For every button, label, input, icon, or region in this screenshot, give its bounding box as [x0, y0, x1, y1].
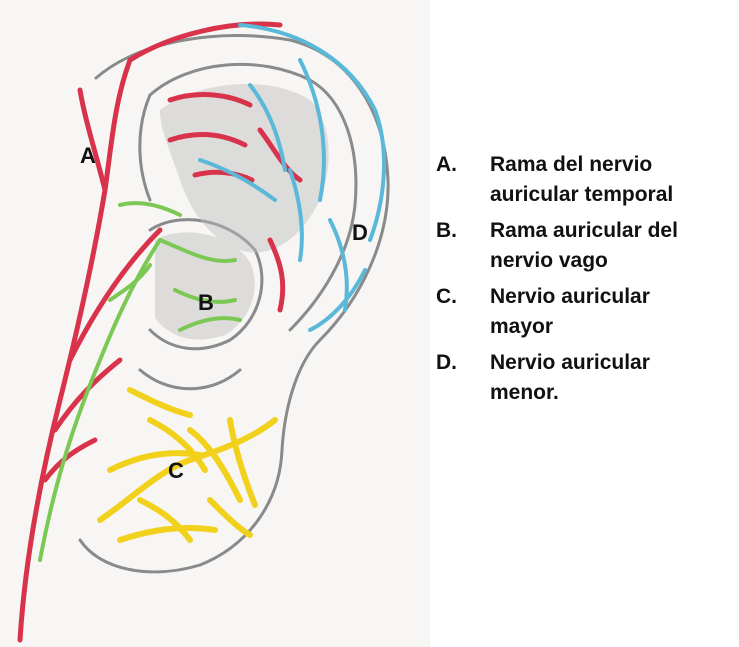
marker-c: C	[168, 458, 184, 483]
marker-b: B	[198, 290, 214, 315]
legend-line: Rama auricular del	[490, 216, 678, 246]
legend-letter: D.	[436, 348, 490, 378]
marker-a: A	[80, 143, 96, 168]
legend-text: Rama del nervio auricular temporal	[490, 150, 673, 210]
legend-line: Nervio auricular	[490, 282, 650, 312]
legend-line: Rama del nervio	[490, 150, 673, 180]
legend-line: Nervio auricular	[490, 348, 650, 378]
legend-line: menor.	[490, 378, 650, 408]
legend-text: Nervio auricular menor.	[490, 348, 650, 408]
legend-letter: A.	[436, 150, 490, 180]
ear-nerve-illustration: A B C D	[0, 0, 430, 647]
marker-d: D	[352, 220, 368, 245]
legend-item-d: D. Nervio auricular menor.	[436, 348, 736, 408]
legend-line: mayor	[490, 312, 650, 342]
legend-text: Rama auricular del nervio vago	[490, 216, 678, 276]
legend-item-a: A. Rama del nervio auricular temporal	[436, 150, 736, 210]
legend-item-c: C. Nervio auricular mayor	[436, 282, 736, 342]
legend-text: Nervio auricular mayor	[490, 282, 650, 342]
legend-letter: B.	[436, 216, 490, 246]
legend: A. Rama del nervio auricular temporal B.…	[436, 150, 736, 414]
legend-line: nervio vago	[490, 246, 678, 276]
legend-line: auricular temporal	[490, 180, 673, 210]
legend-item-b: B. Rama auricular del nervio vago	[436, 216, 736, 276]
legend-letter: C.	[436, 282, 490, 312]
